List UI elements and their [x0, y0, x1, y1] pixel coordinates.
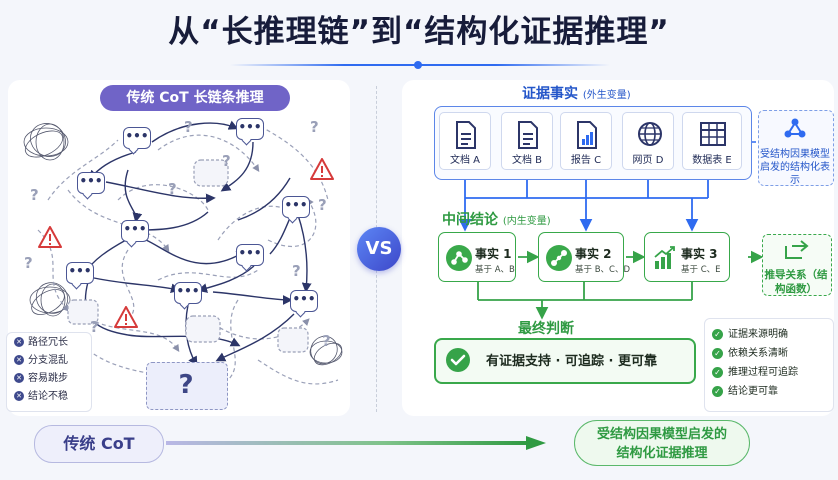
- evidence-title: 证据事实 (外生变量): [522, 86, 631, 102]
- evidence-doc-a: 文档 A: [439, 112, 491, 170]
- thought-bubble: •••: [236, 118, 264, 140]
- fact-card-1: 事实 1 基于 A、B: [438, 232, 516, 282]
- globe-icon: [638, 122, 662, 146]
- evidence-table-e: 数据表 E: [682, 112, 742, 170]
- document-icon: [518, 121, 538, 149]
- question-mark-icon: ?: [322, 332, 331, 350]
- fact-basis: 基于 B、C、D: [575, 265, 631, 275]
- x-icon: ✕: [14, 391, 24, 401]
- thought-bubble: •••: [77, 172, 105, 194]
- intermediate-title: 中间结论 (内生变量): [442, 212, 551, 228]
- thought-bubble: •••: [174, 282, 202, 304]
- unclear-conclusion-question-mark: ?: [178, 370, 194, 400]
- traditional-cot-header: 传统 CoT 长链条推理: [100, 85, 290, 111]
- fact-basis: 基于 C、E: [681, 265, 721, 275]
- question-mark-icon: ?: [222, 152, 231, 170]
- benefit-item: ✓推理过程可追踪: [712, 366, 798, 380]
- problem-item: ✕分支混乱: [14, 354, 68, 368]
- fact-basis: 基于 A、B: [475, 265, 515, 275]
- unclear-conclusion-box: [146, 362, 228, 410]
- benefit-item: ✓证据来源明确: [712, 328, 788, 342]
- question-mark-icon: ?: [24, 254, 33, 272]
- check-icon: ✓: [712, 347, 723, 359]
- doc-label: 文档 A: [449, 155, 481, 166]
- question-mark-icon: ?: [90, 318, 99, 336]
- final-judgement-title: 最终判断: [518, 321, 574, 337]
- bottom-structured-reasoning-label: 受结构因果模型启发的 结构化证据推理: [574, 420, 750, 466]
- growth-chart-icon: [652, 245, 678, 271]
- transition-arrow: [166, 436, 546, 450]
- final-judgement-box: [434, 338, 696, 384]
- question-mark-icon: ?: [318, 196, 327, 214]
- question-mark-icon: ?: [292, 262, 301, 280]
- evidence-report-c: 报告 C: [560, 112, 612, 170]
- derivation-relation-text: 推导关系（结构函数）: [764, 269, 828, 295]
- doc-label: 数据表 E: [692, 155, 732, 166]
- table-icon: [700, 122, 726, 146]
- problem-item: ✕路径冗长: [14, 336, 68, 350]
- derivation-relation-note: [762, 234, 832, 296]
- thought-bubble: •••: [236, 244, 264, 266]
- benefits-list: [704, 318, 834, 412]
- problem-item: ✕容易跳步: [14, 372, 68, 386]
- scribble-tangle-top-left: [23, 123, 69, 161]
- warning-icon: [114, 306, 138, 328]
- check-icon: ✓: [712, 328, 723, 340]
- question-mark-icon: ?: [30, 186, 39, 204]
- problem-item: ✕结论不稳: [14, 390, 68, 404]
- fact-title: 事实 2: [575, 247, 612, 261]
- thought-bubble: •••: [121, 220, 149, 242]
- bottom-traditional-cot-label: 传统 CoT: [34, 425, 164, 463]
- check-icon: ✓: [712, 366, 723, 378]
- node-graph-icon: [446, 245, 472, 271]
- export-arrow-icon: [785, 240, 809, 259]
- vs-badge: VS: [357, 227, 401, 271]
- fact-title: 事实 3: [681, 247, 718, 261]
- report-chart-icon: [577, 121, 597, 149]
- scribble-tangle-right: [309, 335, 343, 366]
- graph-network-icon: [784, 118, 806, 138]
- x-icon: ✕: [14, 373, 24, 383]
- evidence-webpage-d: 网页 D: [622, 112, 674, 170]
- warning-icon: [310, 158, 334, 180]
- structured-representation-text: 受结构因果模型启发的结构化表示: [760, 149, 830, 186]
- fact-card-2: 事实 2 基于 B、C、D: [538, 232, 630, 282]
- thought-bubble: •••: [282, 196, 310, 218]
- doc-label: 文档 B: [511, 155, 543, 166]
- page-title: 从“长推理链”到“结构化证据推理”: [168, 14, 670, 50]
- question-mark-icon: ?: [168, 180, 177, 198]
- fact-title: 事实 1: [475, 247, 512, 261]
- fact-card-3: 事实 3 基于 C、E: [644, 232, 730, 282]
- thought-bubble: •••: [123, 127, 151, 149]
- check-icon: ✓: [712, 385, 723, 397]
- x-icon: ✕: [14, 355, 24, 365]
- evidence-doc-b: 文档 B: [501, 112, 553, 170]
- question-mark-icon: ?: [310, 118, 319, 136]
- scribble-tangle-left: [29, 282, 71, 317]
- doc-label: 报告 C: [570, 155, 602, 166]
- x-icon: ✕: [14, 337, 24, 347]
- warning-icon: [38, 226, 62, 248]
- checkmark-icon: [446, 348, 470, 372]
- node-link-icon: [546, 245, 572, 271]
- final-judgement-text: 有证据支持 · 可追踪 · 更可靠: [486, 354, 657, 369]
- title-underline-dot: [414, 61, 422, 69]
- thought-bubble: •••: [66, 262, 94, 284]
- thought-bubble: •••: [290, 290, 318, 312]
- benefit-item: ✓结论更可靠: [712, 385, 778, 399]
- doc-label: 网页 D: [632, 155, 664, 166]
- question-mark-icon: ?: [184, 118, 193, 136]
- benefit-item: ✓依赖关系清晰: [712, 347, 788, 361]
- evidence-flow-connectors: [458, 141, 764, 320]
- document-icon: [456, 121, 476, 149]
